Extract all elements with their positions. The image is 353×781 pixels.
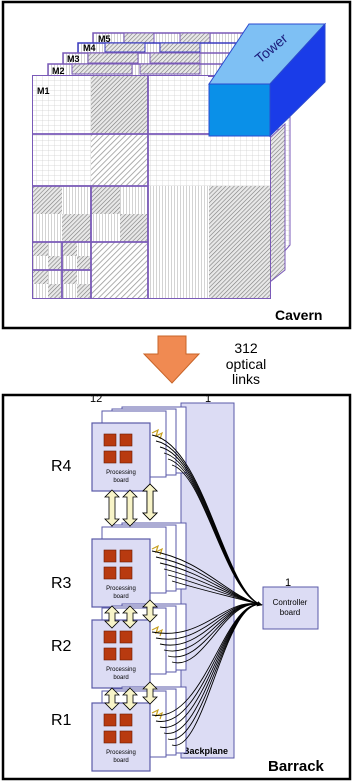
link-arrows bbox=[104, 483, 158, 711]
chip-icon bbox=[119, 433, 133, 447]
board-label: Processing bbox=[106, 470, 136, 476]
board-stack-r4: Processing board bbox=[91, 406, 187, 492]
board-label: board bbox=[113, 594, 128, 600]
fiber-line bbox=[171, 580, 263, 606]
barrack-panel: 12 1 1 Backplane Controller board R4 R3 … bbox=[1, 393, 352, 781]
link-text-links: links bbox=[232, 371, 260, 387]
controller-board bbox=[262, 586, 319, 630]
link-text-optical: optical bbox=[226, 356, 266, 372]
link-double-arrow-icon bbox=[104, 489, 120, 527]
chip-icon bbox=[103, 566, 117, 580]
chip-icon bbox=[119, 647, 133, 661]
link-double-arrow-icon bbox=[142, 681, 158, 705]
down-arrow-icon bbox=[142, 335, 201, 384]
layer-label-m4: M4 bbox=[83, 43, 96, 53]
chip-icon bbox=[119, 450, 133, 464]
chip-icon bbox=[119, 730, 133, 744]
link-double-arrow-icon bbox=[104, 605, 120, 629]
chip-icon bbox=[103, 647, 117, 661]
board-label: board bbox=[113, 478, 128, 484]
tower-cube: Tower bbox=[208, 22, 327, 138]
chip-icon bbox=[119, 549, 133, 563]
controller-label-2: board bbox=[280, 608, 300, 617]
layer-label-m2: M2 bbox=[52, 66, 65, 76]
board-label: Processing bbox=[106, 750, 136, 756]
board-label: board bbox=[113, 675, 128, 681]
chip-icon bbox=[103, 730, 117, 744]
fiber-line bbox=[171, 604, 263, 746]
backplane-count: 1 bbox=[205, 393, 211, 405]
controller-label-1: Controller bbox=[273, 598, 308, 607]
board-stacks: ProcessingboardProcessingboardProcessing… bbox=[91, 406, 187, 772]
chip-icon bbox=[103, 549, 117, 563]
link-double-arrow-icon bbox=[142, 599, 158, 623]
layer-label-m1: M1 bbox=[37, 86, 50, 96]
link-double-arrow-icon bbox=[122, 687, 138, 711]
chip-icon bbox=[103, 450, 117, 464]
board-stack-r3: Processing board bbox=[91, 522, 187, 608]
controller-count: 1 bbox=[285, 577, 291, 589]
link-double-arrow-icon bbox=[142, 483, 158, 521]
board-stack-r1: Processing board bbox=[91, 686, 187, 772]
cavern-label: Cavern bbox=[275, 307, 322, 323]
chip-icon bbox=[119, 713, 133, 727]
cavern-panel: M5 M4 M3 M2 bbox=[1, 0, 352, 330]
chip-icon bbox=[103, 630, 117, 644]
layer-label-m5: M5 bbox=[98, 34, 111, 44]
backplane-label: Backplane bbox=[183, 746, 228, 756]
link-count: 312 bbox=[234, 340, 258, 356]
link-double-arrow-icon bbox=[104, 687, 120, 711]
layer-label-m3: M3 bbox=[67, 54, 80, 64]
link-double-arrow-icon bbox=[122, 489, 138, 527]
board-label: Processing bbox=[106, 667, 136, 673]
board-count: 12 bbox=[90, 393, 102, 405]
fiber-lines bbox=[151, 434, 263, 746]
fiber-line bbox=[171, 464, 263, 606]
chip-icon bbox=[119, 566, 133, 580]
chip-icon bbox=[103, 713, 117, 727]
board-label: board bbox=[113, 758, 128, 764]
link-double-arrow-icon bbox=[122, 605, 138, 629]
row-label-r1: R1 bbox=[51, 712, 72, 729]
row-label-r4: R4 bbox=[51, 458, 72, 475]
fiber-line bbox=[171, 603, 263, 664]
row-label-r2: R2 bbox=[51, 638, 72, 655]
barrack-label: Barrack bbox=[268, 758, 325, 775]
link-arrow-group: 312 optical links bbox=[142, 335, 266, 387]
board-label: Processing bbox=[106, 586, 136, 592]
row-label-r3: R3 bbox=[51, 575, 72, 592]
chip-icon bbox=[119, 630, 133, 644]
chip-icon bbox=[103, 433, 117, 447]
